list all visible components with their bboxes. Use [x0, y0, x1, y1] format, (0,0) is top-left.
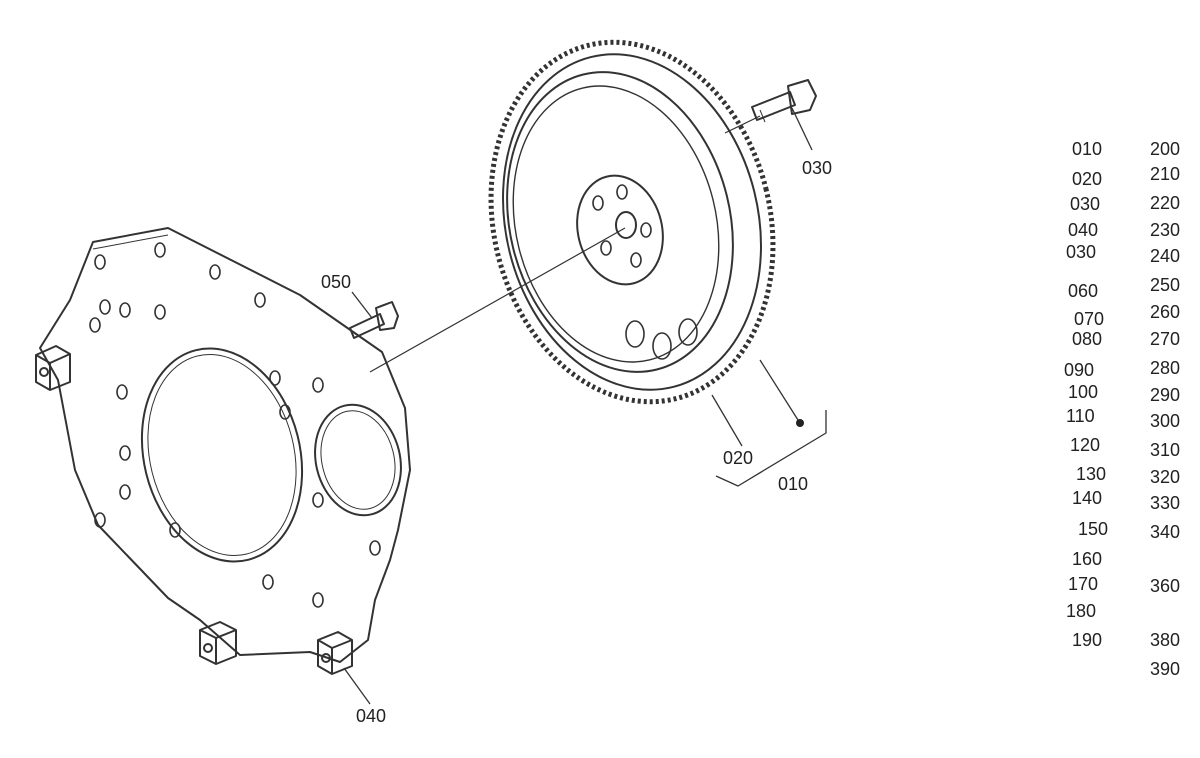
index-col1-entry: 060 — [1068, 281, 1099, 301]
index-col2-entry: 280 — [1150, 358, 1181, 378]
index-col1-entry: 120 — [1070, 435, 1101, 455]
index-col2-entry: 250 — [1150, 275, 1181, 295]
flywheel-hub — [576, 174, 664, 286]
index-col1-entry: 040 — [1068, 220, 1099, 240]
callout-020: 020 — [723, 448, 754, 468]
index-col2-entry: 230 — [1150, 220, 1181, 240]
index-col1-entry: 100 — [1068, 382, 1099, 402]
plate-bolt — [349, 301, 399, 339]
index-col2-entry: 220 — [1150, 193, 1181, 213]
cube-nut — [199, 621, 237, 665]
index-col2-entry: 270 — [1150, 329, 1181, 349]
index-col2-entry: 340 — [1150, 522, 1181, 542]
index-col2-entry: 330 — [1150, 493, 1181, 513]
index-col1-entry: 170 — [1068, 574, 1099, 594]
index-col1-entry: 030 — [1066, 242, 1097, 262]
index-col2-entry: 390 — [1150, 659, 1181, 679]
callout-010: 010 — [778, 474, 809, 494]
ring-gear — [488, 39, 776, 405]
index-col1-entry: 150 — [1078, 519, 1109, 539]
index-col1-entry: 010 — [1072, 139, 1103, 159]
index-col1-entry: 160 — [1072, 549, 1103, 569]
index-col1-entry: 130 — [1076, 464, 1107, 484]
index-col2-entry: 290 — [1150, 385, 1181, 405]
index-col2-entry: 200 — [1150, 139, 1181, 159]
index-col1-entry: 190 — [1072, 630, 1103, 650]
plate-bolt-holes — [89, 242, 381, 608]
index-col2-entry: 300 — [1150, 411, 1181, 431]
flywheel-bolt — [751, 79, 817, 123]
cube-nut — [35, 345, 71, 391]
plate-large-bore — [140, 347, 304, 563]
index-col2-entry: 310 — [1150, 440, 1181, 460]
cube-nut — [317, 631, 353, 675]
index-col2-entry: 210 — [1150, 164, 1181, 184]
index-col2-entry: 260 — [1150, 302, 1181, 322]
callout-050: 050 — [321, 272, 352, 292]
index-col1-entry: 080 — [1072, 329, 1103, 349]
index-col2-entry: 320 — [1150, 467, 1181, 487]
callout-030: 030 — [802, 158, 833, 178]
adapter-plate — [39, 227, 411, 663]
index-col1-entry: 110 — [1066, 406, 1095, 426]
index-col2-entry: 380 — [1150, 630, 1181, 650]
index-col1-entry: 140 — [1072, 488, 1103, 508]
flywheel — [488, 39, 776, 405]
index-col1-entry: 020 — [1072, 169, 1103, 189]
index-col1-entry: 070 — [1074, 309, 1105, 329]
index-col2-entry: 240 — [1150, 246, 1181, 266]
callout-040: 040 — [356, 706, 387, 726]
index-col1-entry: 180 — [1066, 601, 1097, 621]
index-col1-entry: 090 — [1064, 360, 1095, 380]
index-col1-entry: 030 — [1070, 194, 1101, 214]
index-col2-entry: 360 — [1150, 576, 1181, 596]
plate-small-bore — [314, 403, 402, 517]
